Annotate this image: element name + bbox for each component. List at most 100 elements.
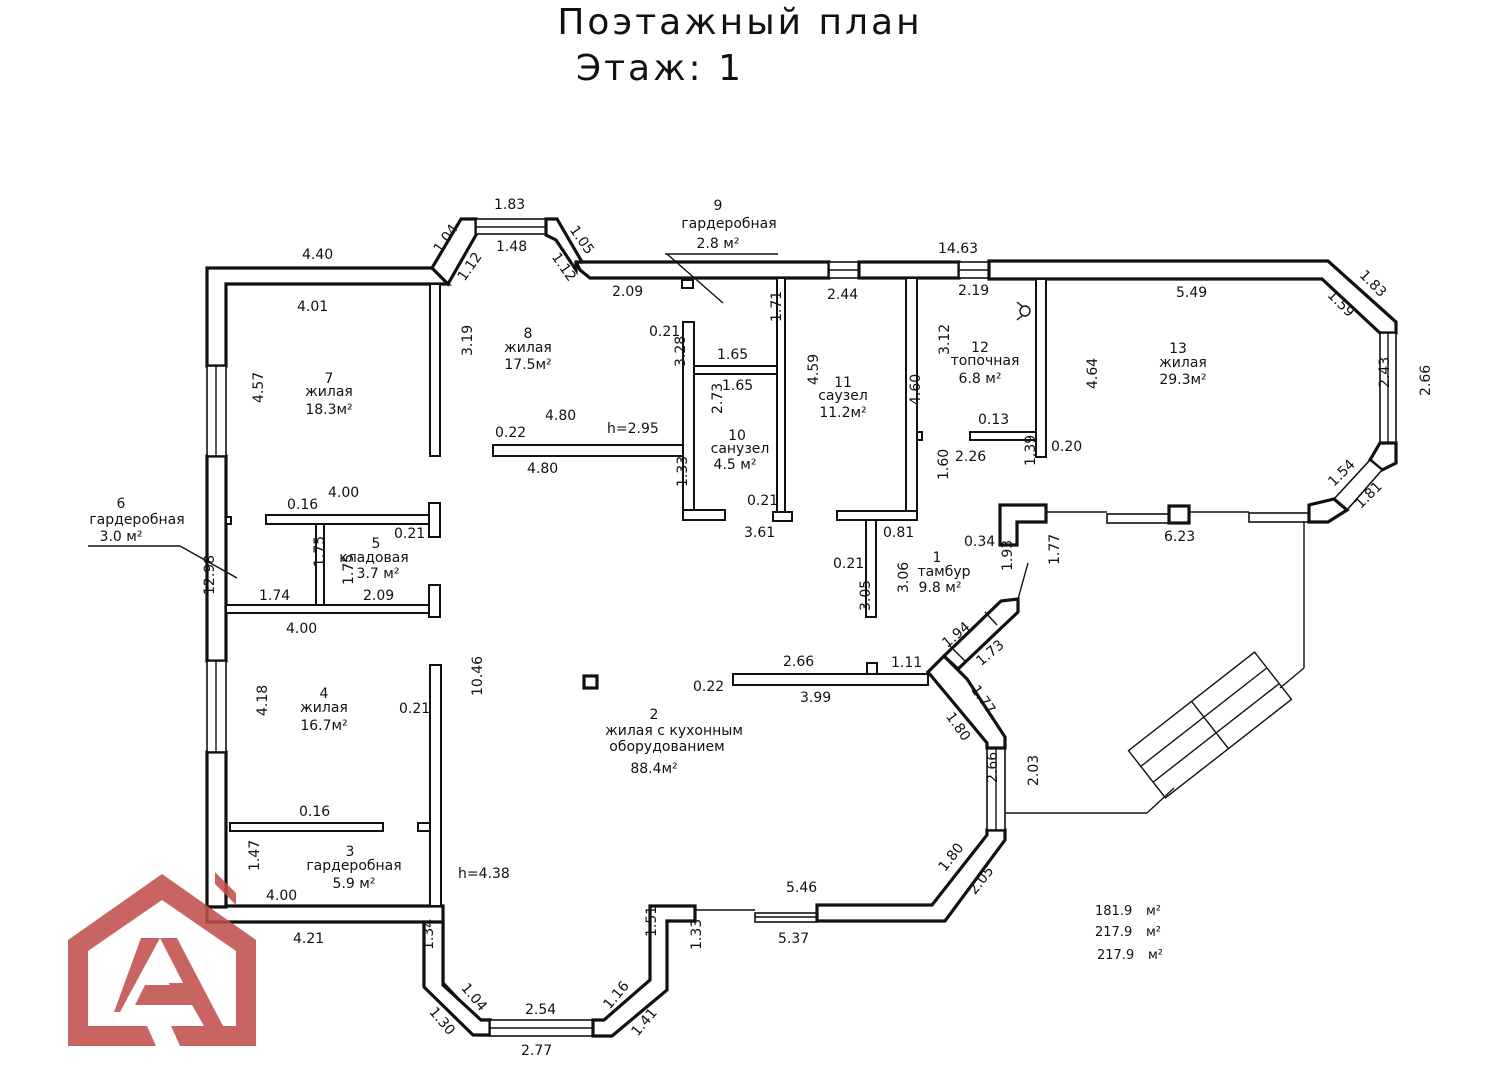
room-label-text: 4.5 м² bbox=[714, 457, 757, 473]
plan-shape bbox=[866, 662, 878, 675]
dimension-label: 1.65 bbox=[717, 347, 748, 363]
dimension-label: 4.57 bbox=[251, 372, 267, 403]
room-label-text: 9 bbox=[714, 198, 723, 214]
plan-shape bbox=[417, 822, 431, 832]
room-label-text: 8 bbox=[524, 326, 533, 342]
plan-shape bbox=[145, 960, 170, 985]
dimension-label: 3.12 bbox=[937, 324, 953, 355]
dimension-label: 2.19 bbox=[958, 283, 989, 299]
room-label-text: оборудованием bbox=[609, 739, 724, 755]
total-area-text: 217.9 bbox=[1095, 925, 1132, 940]
room-label-text: 29.3м² bbox=[1159, 372, 1206, 388]
wall-room10-top bbox=[693, 365, 778, 375]
room-label-text: гардеробная bbox=[89, 512, 184, 528]
room-label-text: 5.9 м² bbox=[333, 876, 376, 892]
dimension-label: 1.48 bbox=[496, 239, 527, 255]
room-label-text: 6 bbox=[117, 496, 126, 512]
dimension-label: 1.75 bbox=[341, 554, 357, 585]
dimension-label: 0.21 bbox=[833, 556, 864, 572]
total-area-text: м² bbox=[1146, 925, 1161, 940]
wall-right-bay-corner bbox=[1307, 497, 1350, 524]
room-label-text: 4 bbox=[320, 686, 329, 702]
room-label-text: жилая bbox=[300, 700, 348, 716]
wall-room4-right bbox=[429, 664, 442, 907]
room-label-text: 88.4м² bbox=[630, 761, 677, 777]
room-label-text: 12 bbox=[971, 340, 989, 356]
plan-shape bbox=[682, 509, 726, 521]
plan-shape bbox=[772, 511, 793, 522]
dimension-label: 5.46 bbox=[786, 880, 817, 896]
room-label-text: гардеробная bbox=[681, 216, 776, 232]
room-label-text: 3.0 м² bbox=[100, 529, 143, 545]
wall-top-main bbox=[573, 260, 831, 280]
dimension-label: 4.00 bbox=[266, 888, 297, 904]
dimension-label: 4.00 bbox=[286, 621, 317, 637]
dimension-label: 2.66 bbox=[1418, 365, 1434, 396]
dimension-label: 10.46 bbox=[470, 656, 486, 696]
plan-line bbox=[1146, 787, 1175, 814]
plan-shape bbox=[225, 516, 232, 525]
wall-tambur-left bbox=[865, 519, 877, 618]
plan-line bbox=[1016, 314, 1024, 321]
wall-room12-bottom bbox=[969, 431, 1037, 441]
room-label-text: 17.5м² bbox=[504, 357, 551, 373]
dimension-label: 4.80 bbox=[527, 461, 558, 477]
room-label-text: жилая bbox=[305, 384, 353, 400]
dimension-label: 0.13 bbox=[978, 412, 1009, 428]
room-label-text: 3 bbox=[346, 844, 355, 860]
dimension-label: 1.60 bbox=[936, 449, 952, 480]
room-label-text: 18.3м² bbox=[305, 402, 352, 418]
dimension-label: 0.21 bbox=[649, 324, 680, 340]
dimension-label: 1.75 bbox=[312, 536, 328, 567]
dimension-label: 0.81 bbox=[883, 525, 914, 541]
dimension-label: 2.09 bbox=[612, 284, 643, 300]
dimension-label: h=2.95 bbox=[607, 421, 659, 437]
dimension-label: 3.06 bbox=[896, 562, 912, 593]
wall-bay-top-right bbox=[544, 217, 585, 276]
dimension-label: 4.01 bbox=[297, 299, 328, 315]
total-area-text: 181.9 bbox=[1095, 904, 1132, 919]
room-label-text: 5 bbox=[372, 536, 381, 552]
floor-label: Этаж: 1 bbox=[575, 48, 745, 89]
plan-line bbox=[948, 644, 966, 662]
dimension-label: 0.20 bbox=[1051, 439, 1082, 455]
dimension-label: 1.93 bbox=[1000, 540, 1016, 571]
plan-line bbox=[984, 611, 998, 626]
dimension-label: 2.54 bbox=[525, 1002, 556, 1018]
plan-shape bbox=[916, 431, 923, 441]
wall-tambur-diagonal bbox=[941, 597, 1020, 672]
logo-icon bbox=[68, 872, 256, 1046]
room-label-text: 16.7м² bbox=[300, 718, 347, 734]
dimension-label: 4.64 bbox=[1085, 358, 1101, 389]
dimension-label: 0.21 bbox=[747, 493, 778, 509]
exterior-walls bbox=[205, 217, 1398, 1038]
room-label-text: топочная bbox=[951, 353, 1020, 369]
wall-top-mid bbox=[857, 260, 961, 280]
room-label-text: 11 bbox=[834, 375, 852, 391]
dimension-label: 2.66 bbox=[783, 654, 814, 670]
dimension-label: 1.65 bbox=[722, 378, 753, 394]
dimension-label: 4.59 bbox=[806, 354, 822, 385]
plan-shape bbox=[681, 279, 694, 289]
dimension-label: 1.83 bbox=[494, 197, 525, 213]
dimension-label: 4.40 bbox=[302, 247, 333, 263]
window-right-2 bbox=[1248, 512, 1310, 523]
room-label-text: 2 bbox=[650, 707, 659, 723]
plan-line bbox=[1279, 667, 1305, 689]
dimension-label: 2.73 bbox=[710, 383, 726, 414]
room-label-text: жилая с кухонным bbox=[605, 723, 743, 739]
total-area-text: м² bbox=[1148, 948, 1163, 963]
wall-room3-top bbox=[229, 822, 384, 832]
boiler-icon bbox=[1016, 301, 1031, 321]
